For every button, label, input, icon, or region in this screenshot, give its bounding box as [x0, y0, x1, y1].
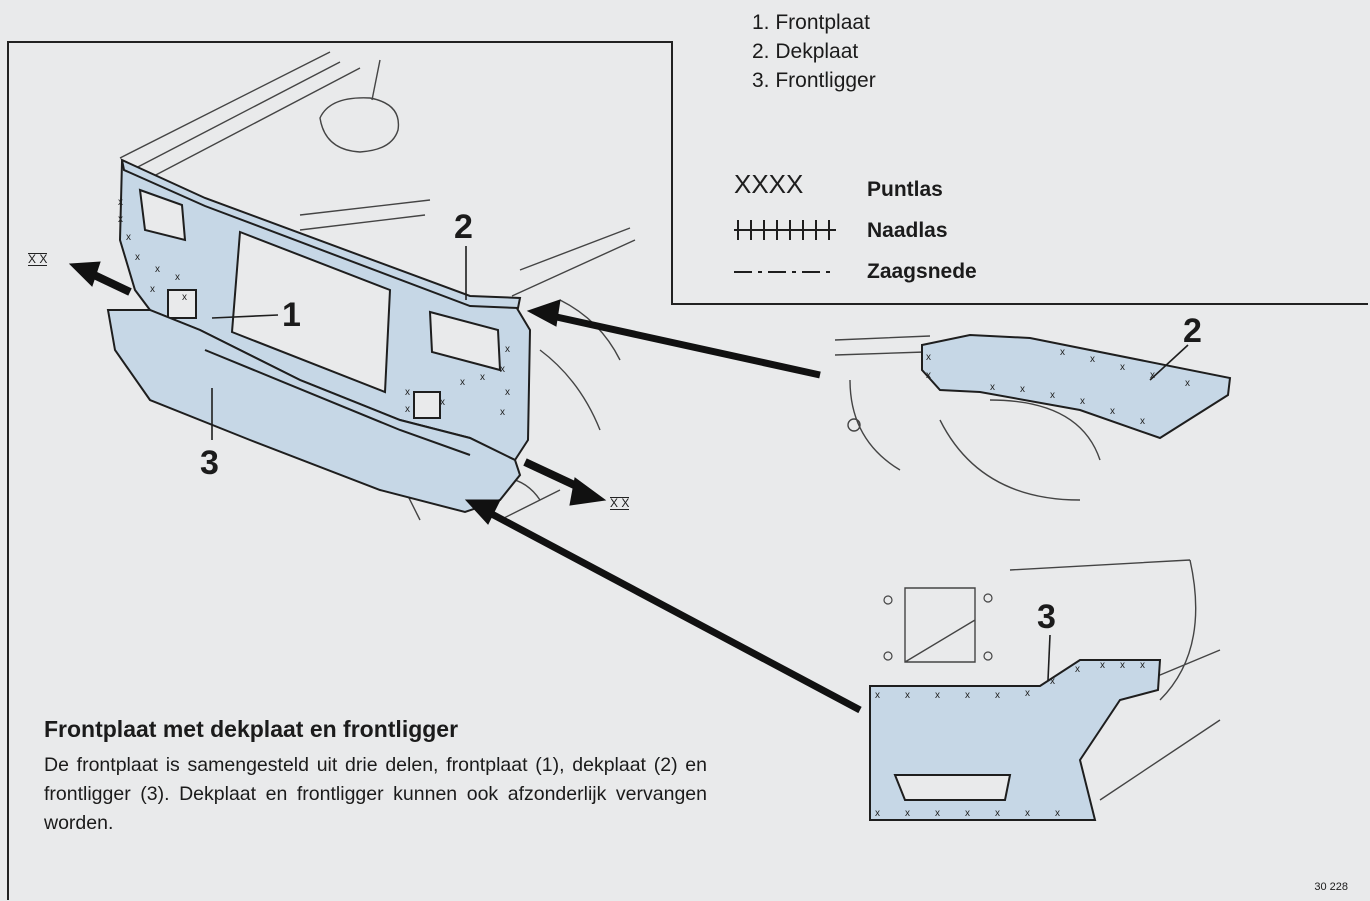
weld-mark-right: X X — [610, 496, 630, 510]
svg-text:x: x — [480, 372, 485, 383]
weld-mark-left: X X — [28, 252, 48, 266]
svg-text:x: x — [1150, 370, 1155, 381]
svg-text:x: x — [1080, 396, 1085, 407]
svg-text:x: x — [1100, 660, 1105, 671]
svg-text:x: x — [905, 808, 910, 819]
svg-text:x: x — [1120, 362, 1125, 373]
svg-text:x: x — [1075, 664, 1080, 675]
right-opening — [428, 310, 502, 372]
svg-text:x: x — [1090, 354, 1095, 365]
svg-text:x: x — [1140, 660, 1145, 671]
radiator-opening — [230, 230, 392, 394]
svg-text:x: x — [905, 690, 910, 701]
svg-text:x: x — [875, 690, 880, 701]
detail-dekplaat-part — [921, 333, 1232, 440]
panel-border — [7, 41, 1368, 900]
detail-frontligger: x x x x x x x x x x x x x x x x x x — [869, 559, 1221, 821]
svg-text:x: x — [995, 690, 1000, 701]
svg-text:x: x — [935, 808, 940, 819]
caption-body: De frontplaat is samengesteld uit drie d… — [44, 754, 707, 834]
left-opening — [138, 188, 187, 242]
svg-text:x: x — [500, 407, 505, 418]
frontligger-part — [106, 309, 522, 514]
svg-text:x: x — [935, 690, 940, 701]
right-square-hole — [413, 391, 441, 419]
svg-text:x: x — [505, 387, 510, 398]
legend-zaagsnede: Zaagsnede — [867, 260, 977, 283]
label-part-2: 2 — [454, 208, 473, 246]
svg-text:x: x — [150, 284, 155, 295]
svg-text:x: x — [965, 690, 970, 701]
legend-naadlas: Naadlas — [867, 219, 948, 242]
svg-text:x: x — [1025, 688, 1030, 699]
label-part-3: 3 — [200, 444, 219, 482]
leader-lines — [211, 246, 1189, 681]
svg-text:x: x — [1110, 406, 1115, 417]
svg-text:x: x — [182, 292, 187, 303]
svg-text:x: x — [405, 404, 410, 415]
svg-text:x: x — [135, 252, 140, 263]
detail-frontligger-slot — [893, 774, 1012, 801]
svg-text:x: x — [1060, 347, 1065, 358]
svg-text:x: x — [1120, 660, 1125, 671]
svg-text:x: x — [118, 214, 123, 225]
legend-item-frontligger: 3. Frontligger — [752, 69, 876, 92]
detail-label-2: 2 — [1183, 312, 1202, 350]
label-part-1: 1 — [282, 296, 301, 334]
dekplaat-part — [120, 158, 522, 310]
detail-label-3: 3 — [1037, 598, 1056, 636]
svg-text:x: x — [1055, 808, 1060, 819]
svg-text:x: x — [926, 370, 931, 381]
svg-text:x: x — [1020, 384, 1025, 395]
svg-text:x: x — [405, 387, 410, 398]
svg-text:x: x — [965, 808, 970, 819]
front-panel-assembly — [106, 158, 532, 514]
svg-text:x: x — [926, 352, 931, 363]
svg-text:x: x — [875, 808, 880, 819]
spot-weld-symbol: XXXX — [734, 169, 803, 199]
svg-text:x: x — [175, 272, 180, 283]
legend-puntlas: Puntlas — [867, 178, 943, 201]
figure-number: 30 228 — [1314, 881, 1348, 893]
svg-text:x: x — [155, 264, 160, 275]
svg-text:x: x — [505, 344, 510, 355]
svg-text:x: x — [990, 382, 995, 393]
legend-item-dekplaat: 2. Dekplaat — [752, 40, 859, 63]
svg-text:x: x — [995, 808, 1000, 819]
svg-text:x: x — [126, 232, 131, 243]
svg-text:x: x — [1140, 416, 1145, 427]
legend-item-frontplaat: 1. Frontplaat — [752, 11, 870, 34]
left-square-hole — [167, 289, 197, 319]
svg-text:x: x — [1025, 808, 1030, 819]
svg-text:x: x — [118, 197, 123, 208]
svg-text:x: x — [1185, 378, 1190, 389]
svg-text:x: x — [460, 377, 465, 388]
svg-text:x: x — [1050, 390, 1055, 401]
frontligger-fold — [204, 349, 471, 456]
svg-text:x: x — [1050, 676, 1055, 687]
svg-text:x: x — [440, 397, 445, 408]
parts-legend: 1. Frontplaat 2. Dekplaat 3. Frontligger — [752, 8, 876, 95]
caption-title: Frontplaat met dekplaat en frontligger — [44, 716, 459, 742]
arrows — [68, 261, 862, 714]
weld-legend-symbols: XXXX — [734, 169, 836, 273]
svg-text:x: x — [500, 364, 505, 375]
